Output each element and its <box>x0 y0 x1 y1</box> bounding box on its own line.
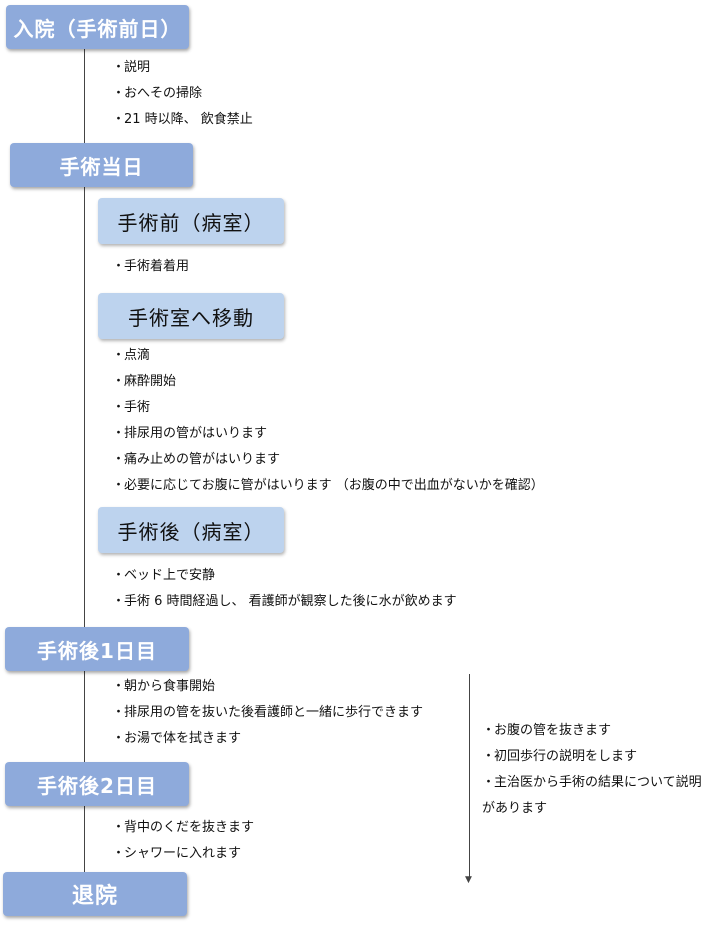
list-item-text: 手術 <box>124 400 151 415</box>
list-item-text: 説明 <box>124 60 151 75</box>
post-op-list: ・ベッド上で安静・手術 6 時間経過し、 看護師が観察した後に水が飲めます <box>112 563 457 615</box>
bullet-icon: ・ <box>112 60 126 75</box>
bullet-icon: ・ <box>112 568 126 583</box>
stage-day2: 手術後2日目 <box>5 762 189 806</box>
sub-stage-post-op: 手術後（病室） <box>98 507 284 553</box>
sub-stage-pre-op: 手術前（病室） <box>98 198 284 244</box>
list-item-text: 21 時以降、 飲食禁止 <box>124 112 253 127</box>
bullet-icon: ・ <box>112 705 126 720</box>
list-item-text: 手術着着用 <box>124 259 190 274</box>
list-item: ・背中のくだを抜きます <box>112 815 254 841</box>
list-item-text: 点滴 <box>124 348 151 363</box>
list-item-text: ベッド上で安静 <box>124 568 216 583</box>
list-item: ・痛み止めの管がはいります <box>112 447 544 473</box>
bullet-icon: ・ <box>112 478 126 493</box>
list-item: ・手術 <box>112 395 544 421</box>
list-item: ・主治医から手術の結果について説明があります <box>482 770 707 822</box>
bullet-icon: ・ <box>112 112 126 127</box>
list-item: ・点滴 <box>112 343 544 369</box>
list-item-text: 排尿用の管がはいります <box>124 426 268 441</box>
list-item-text: 必要に応じてお腹に管がはいります （お腹の中で出血がないかを確認） <box>124 478 544 493</box>
bullet-icon: ・ <box>112 374 126 389</box>
list-item-text: シャワーに入れます <box>124 846 242 861</box>
list-item-text: 痛み止めの管がはいります <box>124 452 281 467</box>
list-item: ・21 時以降、 飲食禁止 <box>112 107 253 133</box>
side-arrow-line <box>469 674 470 880</box>
bullet-icon: ・ <box>112 348 126 363</box>
list-item-text: 朝から食事開始 <box>124 679 216 694</box>
list-item: ・排尿用の管を抜いた後看護師と一緒に歩行できます <box>112 700 423 726</box>
bullet-icon: ・ <box>112 452 126 467</box>
list-item: ・初回歩行の説明をします <box>482 744 707 770</box>
bullet-icon: ・ <box>112 594 126 609</box>
list-item-text: 手術 6 時間経過し、 看護師が観察した後に水が飲めます <box>124 594 457 609</box>
stage-discharge: 退院 <box>3 872 187 916</box>
list-item-text: 麻酔開始 <box>124 374 177 389</box>
list-item-text: おへその掃除 <box>124 86 203 101</box>
day1-list: ・朝から食事開始・排尿用の管を抜いた後看護師と一緒に歩行できます・お湯で体を拭き… <box>112 674 423 752</box>
list-item: ・手術着着用 <box>112 254 189 280</box>
pre-op-list: ・手術着着用 <box>112 254 189 280</box>
list-item: ・必要に応じてお腹に管がはいります （お腹の中で出血がないかを確認） <box>112 473 544 499</box>
list-item: ・排尿用の管がはいります <box>112 421 544 447</box>
bullet-icon: ・ <box>482 723 496 738</box>
stage-surgery-day: 手術当日 <box>10 143 193 187</box>
list-item-text: 初回歩行の説明をします <box>494 749 638 764</box>
list-item: ・おへその掃除 <box>112 81 253 107</box>
list-item-text: 背中のくだを抜きます <box>124 820 255 835</box>
sub-stage-to-or: 手術室へ移動 <box>98 293 284 339</box>
day2-list: ・背中のくだを抜きます・シャワーに入れます <box>112 815 254 867</box>
list-item-text: お湯で体を拭きます <box>124 731 242 746</box>
side-notes-list: ・お腹の管を抜きます・初回歩行の説明をします・主治医から手術の結果について説明が… <box>482 718 707 822</box>
list-item-text: 主治医から手術の結果について説明があります <box>482 775 702 816</box>
bullet-icon: ・ <box>112 846 126 861</box>
stage-admission: 入院（手術前日） <box>6 5 189 49</box>
list-item: ・手術 6 時間経過し、 看護師が観察した後に水が飲めます <box>112 589 457 615</box>
bullet-icon: ・ <box>112 426 126 441</box>
bullet-icon: ・ <box>112 259 126 274</box>
list-item: ・お湯で体を拭きます <box>112 726 423 752</box>
to-or-list: ・点滴・麻酔開始・手術・排尿用の管がはいります・痛み止めの管がはいります・必要に… <box>112 343 544 499</box>
bullet-icon: ・ <box>112 400 126 415</box>
bullet-icon: ・ <box>112 731 126 746</box>
bullet-icon: ・ <box>112 679 126 694</box>
list-item: ・シャワーに入れます <box>112 841 254 867</box>
bullet-icon: ・ <box>482 775 496 790</box>
timeline-line <box>84 48 85 878</box>
list-item-text: お腹の管を抜きます <box>494 723 612 738</box>
list-item: ・説明 <box>112 55 253 81</box>
list-item: ・朝から食事開始 <box>112 674 423 700</box>
list-item-text: 排尿用の管を抜いた後看護師と一緒に歩行できます <box>124 705 424 720</box>
list-item: ・麻酔開始 <box>112 369 544 395</box>
arrow-down-icon: ▼ <box>465 875 472 885</box>
list-item: ・お腹の管を抜きます <box>482 718 707 744</box>
bullet-icon: ・ <box>112 86 126 101</box>
stage-day1: 手術後1日目 <box>5 627 189 671</box>
admission-list: ・説明・おへその掃除・21 時以降、 飲食禁止 <box>112 55 253 133</box>
bullet-icon: ・ <box>482 749 496 764</box>
list-item: ・ベッド上で安静 <box>112 563 457 589</box>
bullet-icon: ・ <box>112 820 126 835</box>
